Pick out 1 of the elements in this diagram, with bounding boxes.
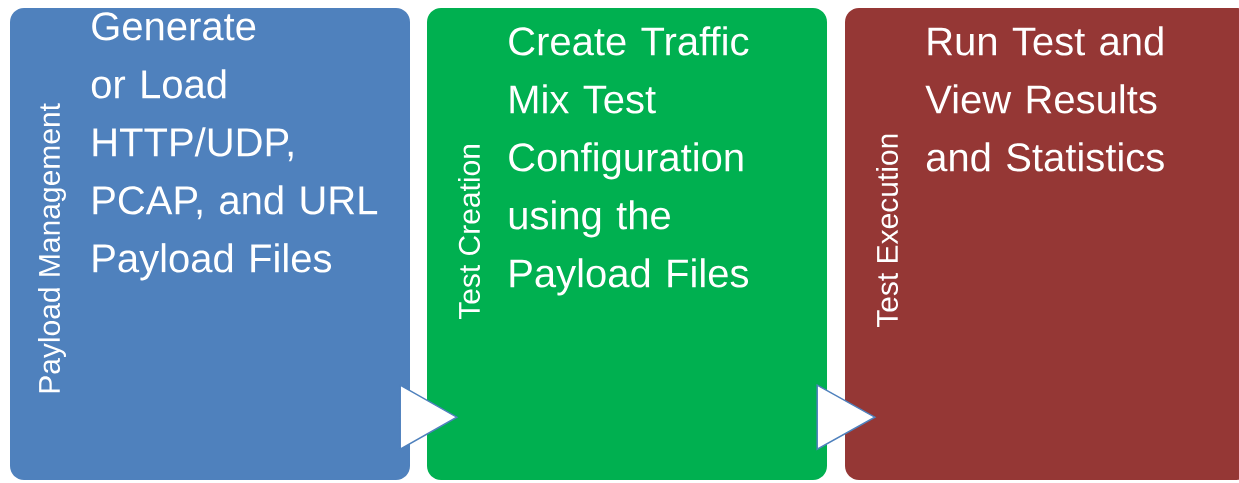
process-box: Test Execution Run Test and View Results and Statistics — [845, 8, 1239, 480]
